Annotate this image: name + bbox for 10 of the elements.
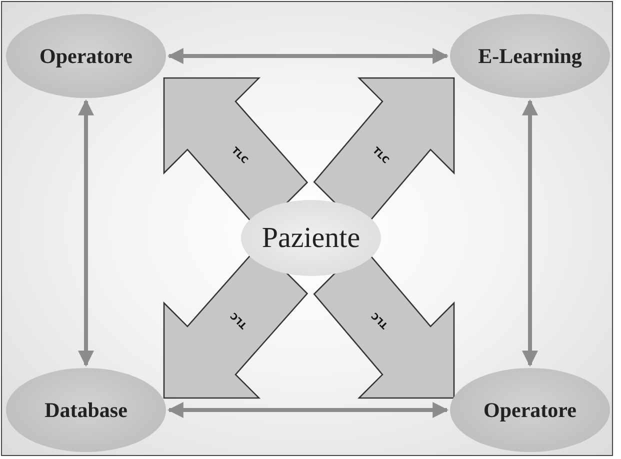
double-arrow [522,99,538,367]
node-label: E-Learning [478,44,582,68]
node-label: Operatore [40,44,132,68]
ellipse-node [450,368,610,452]
double-arrow [167,402,449,418]
node-label: Paziente [262,222,360,254]
double-arrow [167,48,449,64]
node-label: Database [44,398,128,422]
node-label: Operatore [484,398,576,422]
double-arrow [78,99,94,367]
